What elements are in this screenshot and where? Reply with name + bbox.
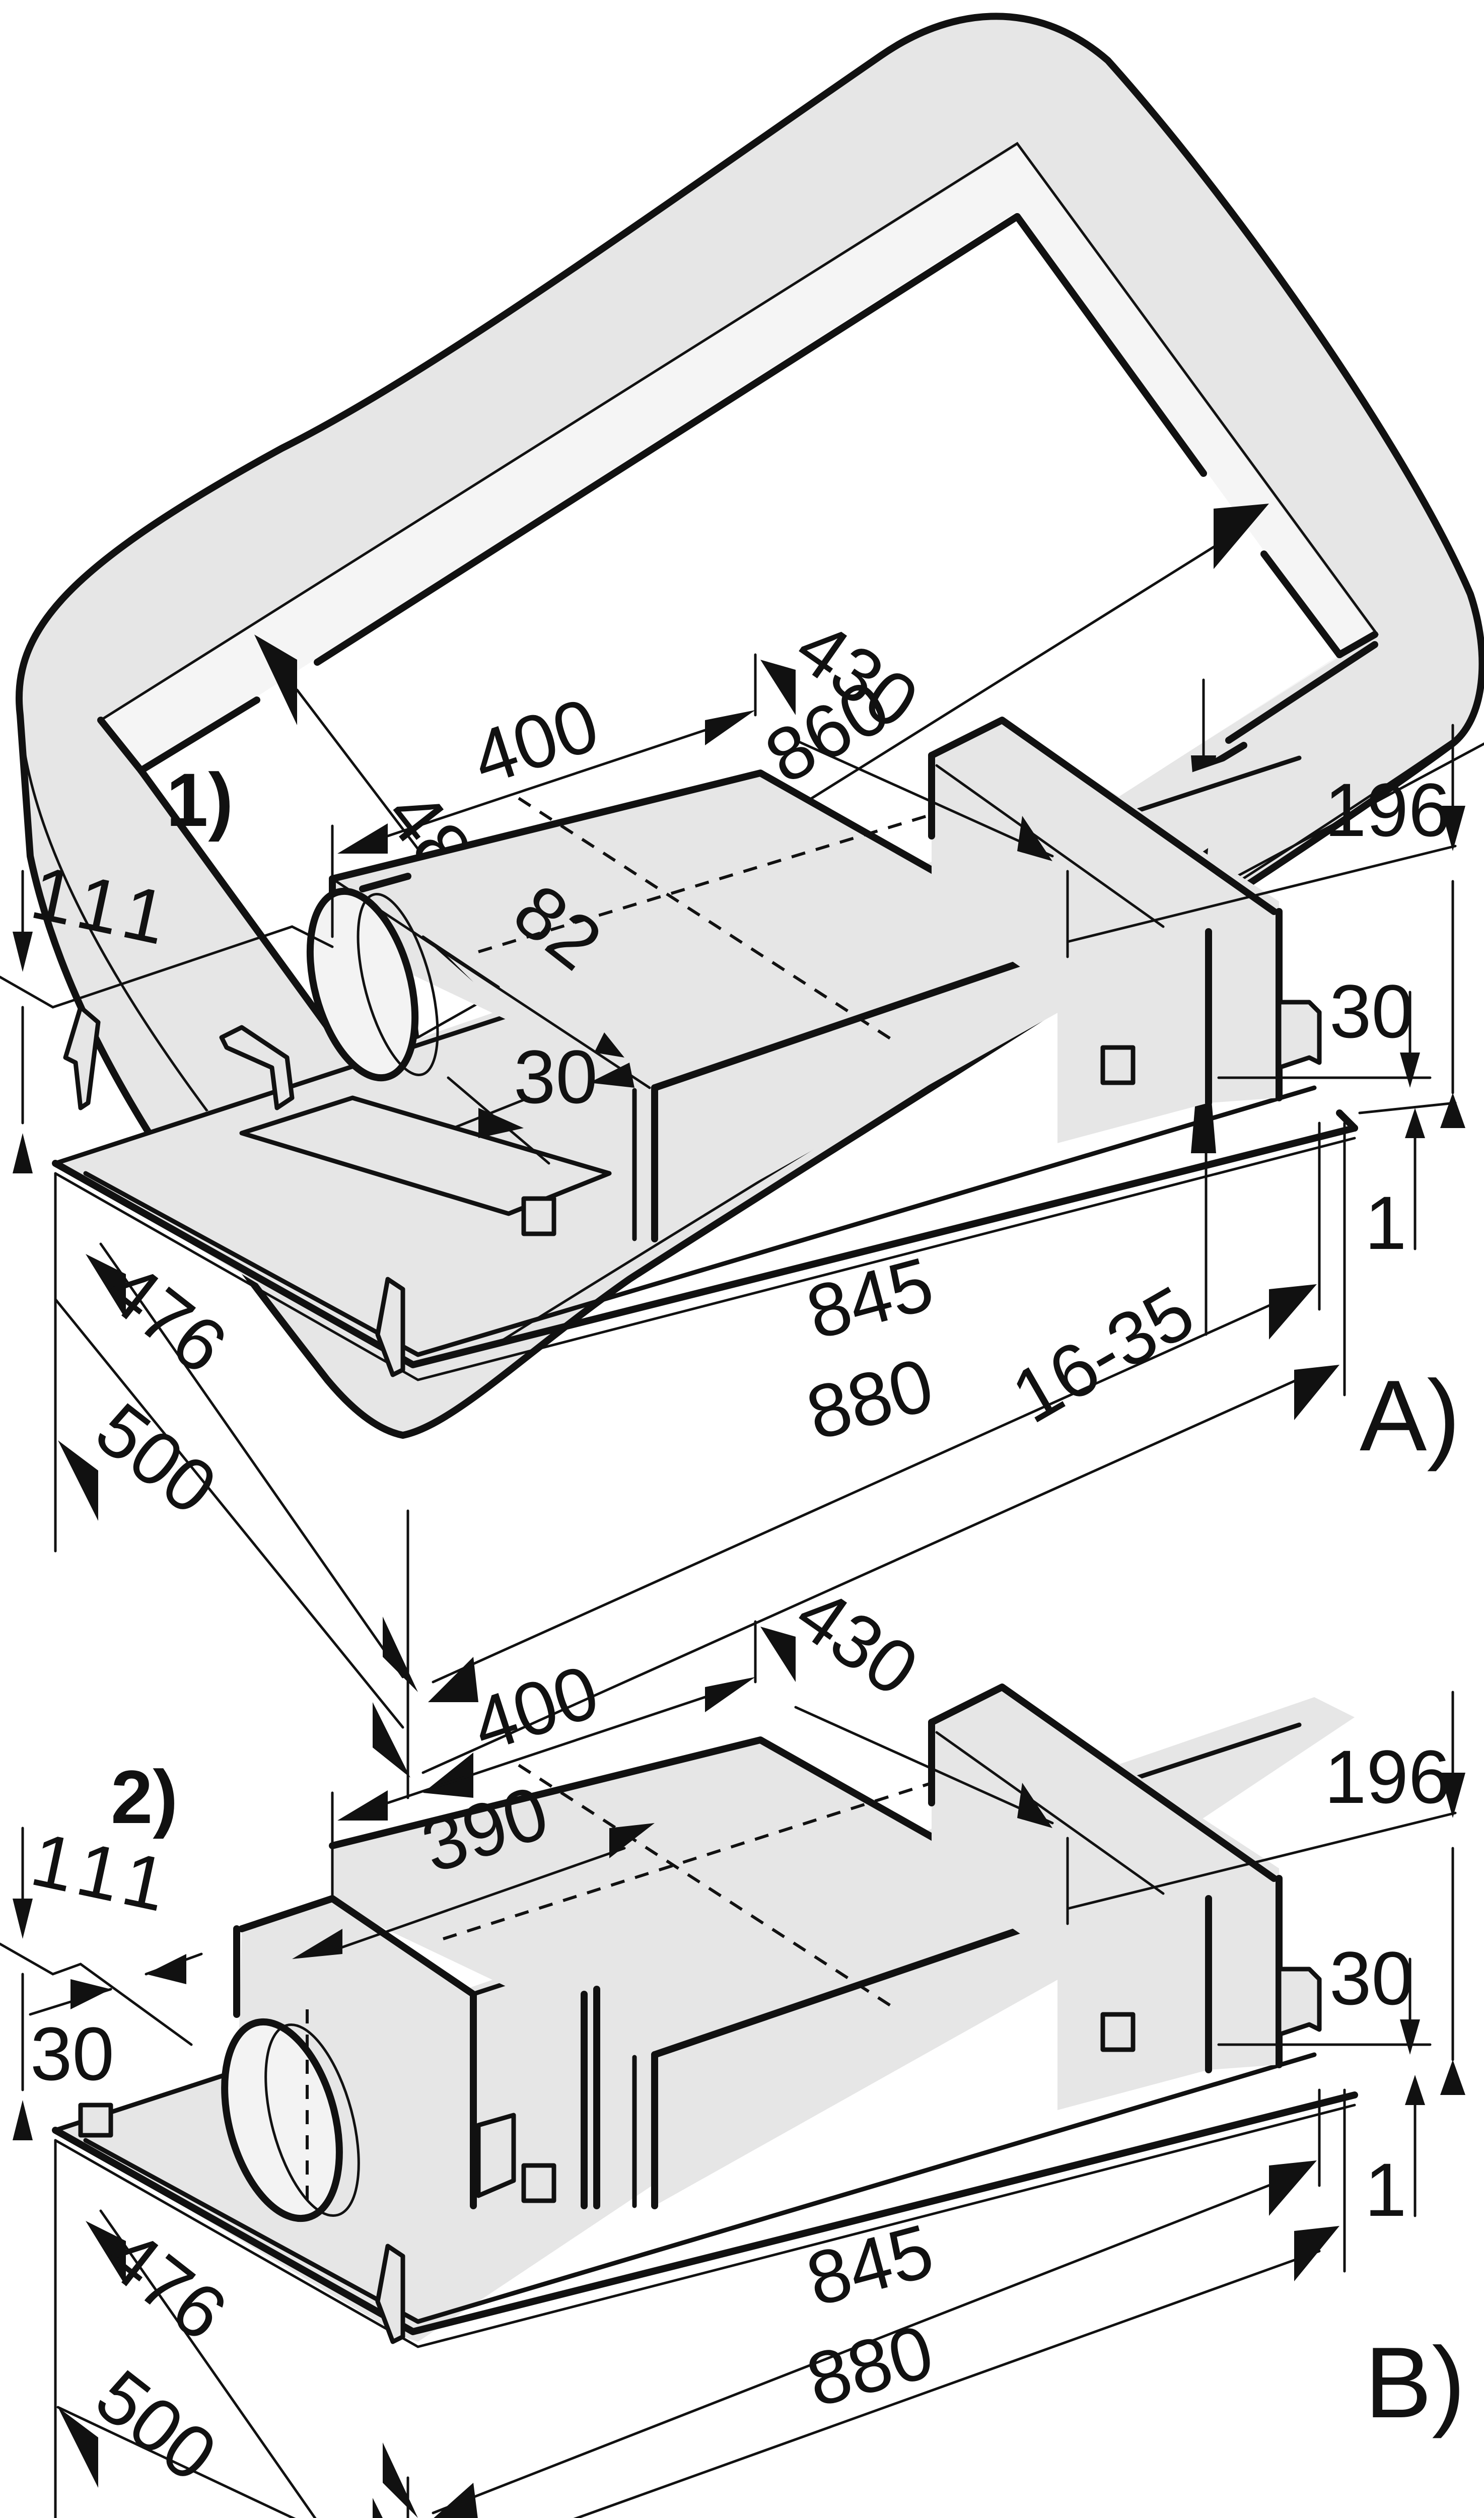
a-frame-step-label: 1 — [1365, 1180, 1406, 1265]
b-outer-width-label: 880 — [798, 2309, 942, 2423]
b-inner-width-label: 845 — [798, 2208, 942, 2322]
a-flange-height-label: 30 — [1329, 969, 1414, 1054]
b-box-depth-label: 430 — [782, 1571, 933, 1712]
b-outer-depth-label: 500 — [81, 2353, 232, 2497]
b-total-height-label: 196 — [1324, 1734, 1450, 1819]
a-inner-width-label: 845 — [798, 1241, 942, 1355]
b-motor-width-label: 400 — [462, 1648, 608, 1768]
a-total-height-label: 196 — [1324, 767, 1450, 852]
b-duct-gap-label: 30 — [30, 2011, 114, 2096]
a-spigot-gap-label: 30 — [514, 1034, 598, 1119]
b-flange-height-label: 30 — [1329, 1936, 1414, 2020]
variant-b-callout: 2) — [111, 1755, 178, 1839]
variant-b-label: B) — [1365, 2327, 1465, 2439]
variant-a-label: A) — [1360, 1360, 1460, 1472]
a-outer-width-label: 880 — [798, 1342, 942, 1456]
a-outer-depth-label: 500 — [81, 1386, 232, 1530]
variant-a-callout: 1) — [166, 757, 233, 842]
b-frame-step-label: 1 — [1365, 2147, 1406, 2232]
variant-b-drawing: 2) 400 430 196 30 1 111 390 30 476 500 8… — [0, 1571, 1465, 2518]
